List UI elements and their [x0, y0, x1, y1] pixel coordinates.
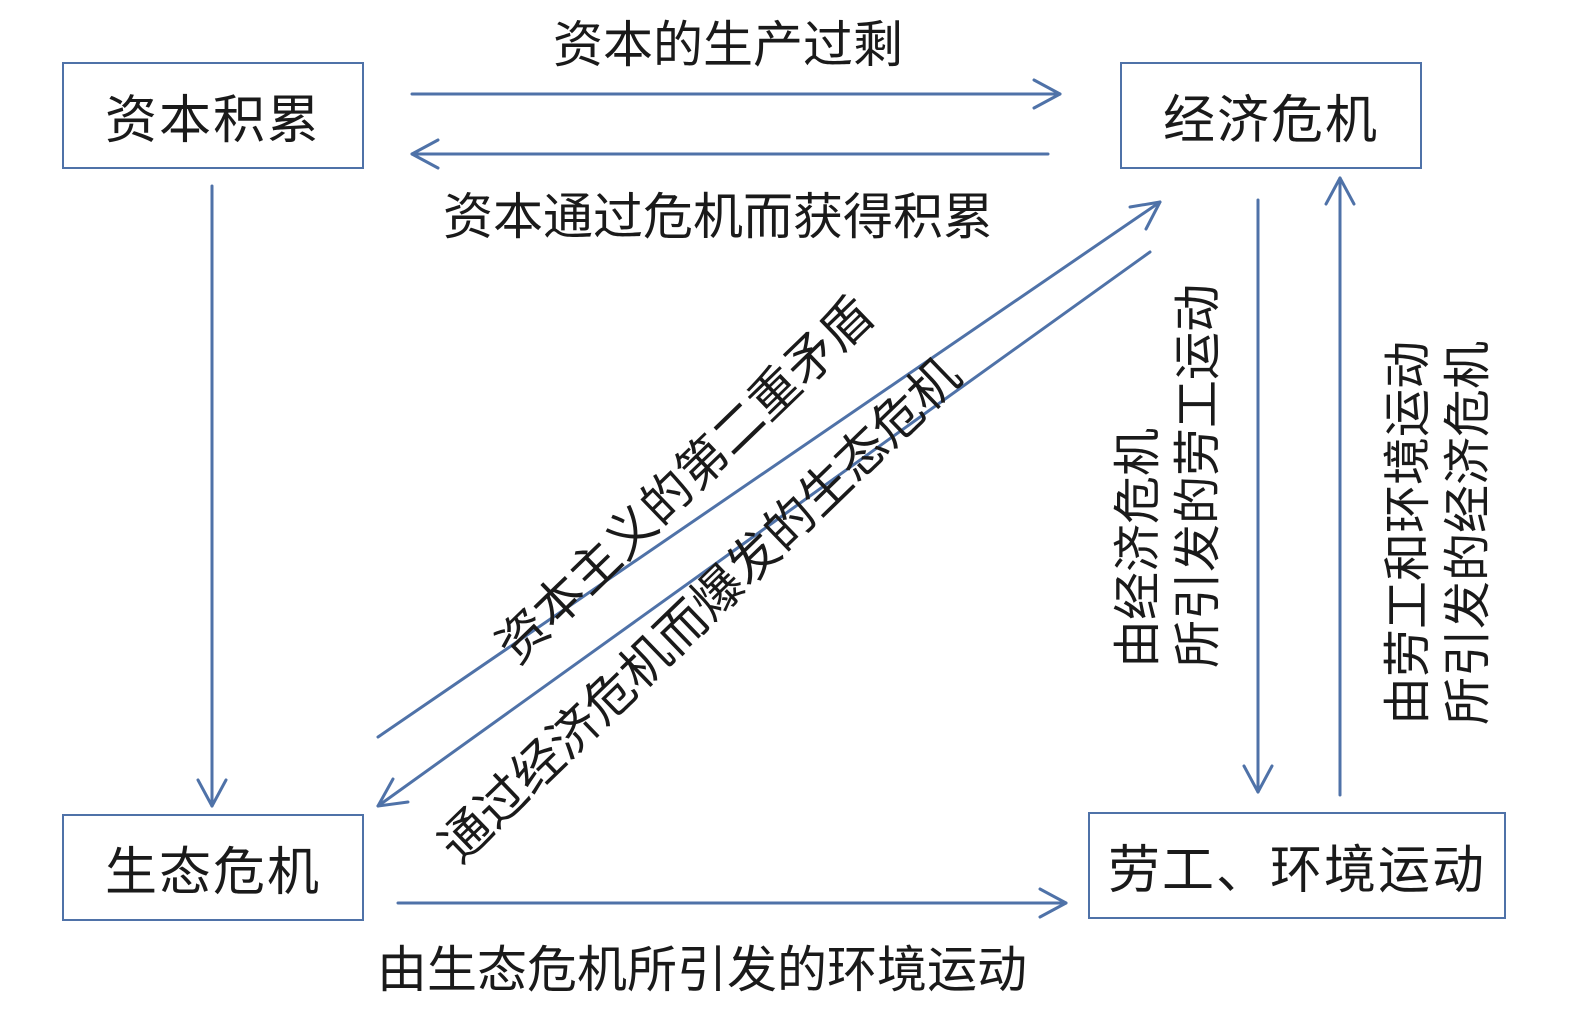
node-capital-accumulation: 资本积累	[62, 62, 364, 169]
edge-label-overproduction: 资本的生产过剩	[553, 16, 903, 74]
edge-label-line: 所引发的劳工运动	[1170, 283, 1226, 668]
arrow-economic-to-ecological	[376, 250, 1152, 808]
arrow-economic-to-movement	[1242, 198, 1274, 794]
node-label: 经济危机	[1162, 91, 1379, 151]
edge-label-accumulation-through-crisis: 资本通过危机而获得积累	[443, 188, 993, 246]
node-label: 生态危机	[104, 843, 321, 903]
edge-label-line: 由经济危机	[1110, 427, 1166, 668]
node-labor-environmental-movement: 劳工、环境运动	[1088, 812, 1506, 919]
edge-label-line: 所引发的经济危机	[1440, 340, 1496, 725]
node-economic-crisis: 经济危机	[1120, 62, 1422, 169]
node-ecological-crisis: 生态危机	[62, 814, 364, 921]
arrow-accumulation-to-ecological	[196, 184, 228, 808]
arrow-movement-to-economic	[1324, 176, 1356, 797]
arrow-ecological-to-economic	[376, 200, 1162, 739]
node-label: 劳工、环境运动	[1107, 841, 1486, 901]
edge-label-line: 由劳工和环境运动	[1380, 340, 1436, 725]
edge-label-economic-crisis-from-movements: 由劳工和环境运动 所引发的经济危机	[1378, 341, 1498, 725]
arrow-economic-to-accumulation	[410, 138, 1050, 170]
arrow-ecological-to-movement	[396, 887, 1068, 919]
edge-label-environmental-movement-from-ecological: 由生态危机所引发的环境运动	[377, 941, 1027, 999]
edge-label-labor-movement-from-economic: 由经济危机 所引发的劳工运动	[1108, 284, 1228, 668]
arrow-accumulation-to-economic	[410, 78, 1062, 110]
node-label: 资本积累	[104, 91, 321, 151]
